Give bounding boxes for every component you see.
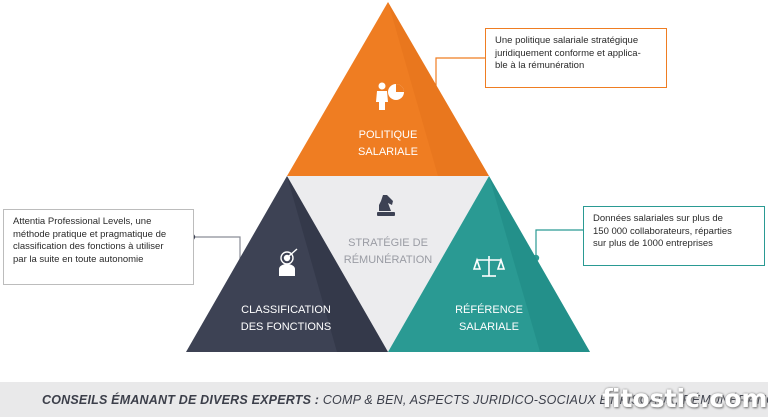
callout-politique-salariale: Une politique salariale stratégique juri… (485, 28, 667, 88)
label-left-line2: DES FONCTIONS (241, 321, 331, 333)
label-top-line1: POLITIQUE (359, 129, 418, 141)
callout-right-line: sur plus de 1000 entreprises (593, 238, 713, 249)
callout-reference-salariale: Données salariales sur plus de 150 000 c… (583, 206, 765, 266)
triangle-top (287, 2, 489, 176)
presenter-chart-icon (376, 82, 404, 110)
triangle-right-shade (489, 176, 590, 352)
label-right-line1: RÉFÉRENCE (455, 303, 523, 316)
footer-rest: COMP & BEN, ASPECTS JURIDICO-SOCIAUX ET … (319, 393, 768, 407)
callout-right-line: Données salariales sur plus de (593, 213, 723, 224)
callout-left-line: méthode pratique et pragmatique de (13, 228, 167, 240)
watermark: fitostic.com (602, 384, 768, 413)
triangle-center (287, 176, 489, 352)
label-right-line2: SALARIALE (459, 321, 519, 333)
scales-icon (472, 256, 506, 277)
callout-left-line: par la suite en toute autonomie (13, 253, 144, 265)
label-center-line1: STRATÉGIE DE (348, 236, 428, 249)
callout-left-line: Attentia Professional Levels, une (13, 216, 152, 227)
callout-left-line: classification des fonctions à utiliser (13, 241, 164, 252)
triangle-left-shade (287, 176, 388, 352)
footer-bold: CONSEILS ÉMANANT DE DIVERS EXPERTS : (42, 393, 320, 407)
callout-right-line: 150 000 collaborateurs, réparties (593, 225, 732, 237)
target-person-icon (279, 248, 298, 276)
label-top-line2: SALARIALE (358, 146, 418, 158)
footer-text: CONSEILS ÉMANANT DE DIVERS EXPERTS : COM… (42, 393, 768, 407)
connector-left (194, 236, 241, 262)
chess-knight-icon (377, 195, 395, 216)
callout-top-line: ble à la rémunération (495, 60, 585, 71)
footer-banner: CONSEILS ÉMANANT DE DIVERS EXPERTS : COM… (0, 382, 768, 417)
callout-top-line: Une politique salariale stratégique (495, 35, 639, 46)
triangle-top-shade (388, 2, 489, 176)
label-left-line1: CLASSIFICATION (241, 304, 331, 316)
callout-top-line: juridiquement conforme et applica- (495, 47, 641, 59)
callout-classification: Attentia Professional Levels, une méthod… (3, 209, 194, 285)
label-center-line2: RÉMUNÉRATION (344, 253, 432, 266)
connector-right (535, 229, 583, 258)
